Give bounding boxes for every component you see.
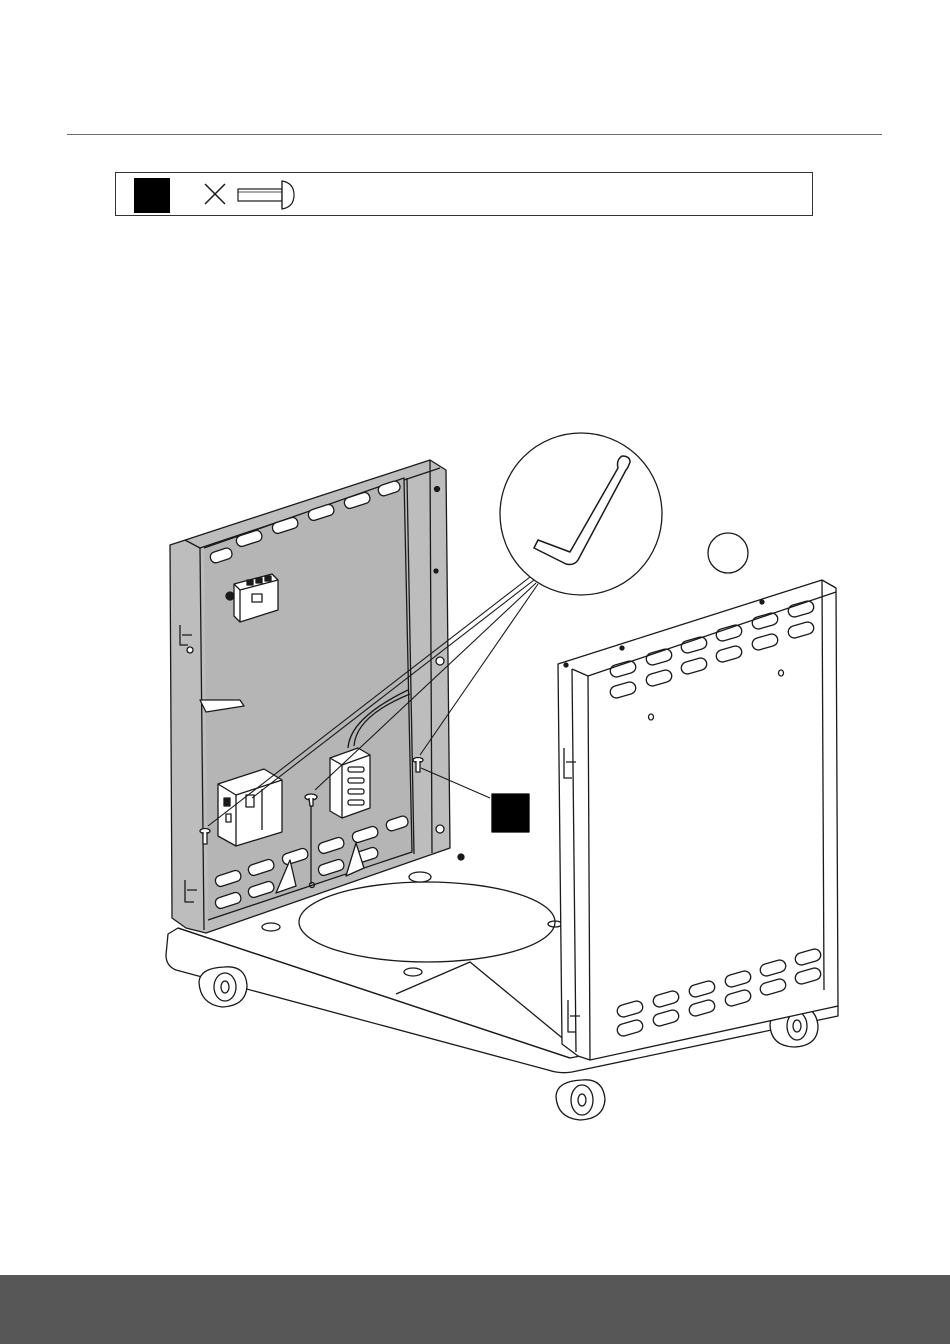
control-box [218,769,282,846]
caster-front-left [199,967,247,1007]
left-side-panel [170,460,450,933]
step-circle [708,533,748,573]
caster-front-right [556,1080,605,1120]
black-square-callout-icon [492,794,529,832]
right-side-panel [558,580,838,1060]
hex-key-icon [500,433,662,595]
footer-bar [0,1275,950,1344]
